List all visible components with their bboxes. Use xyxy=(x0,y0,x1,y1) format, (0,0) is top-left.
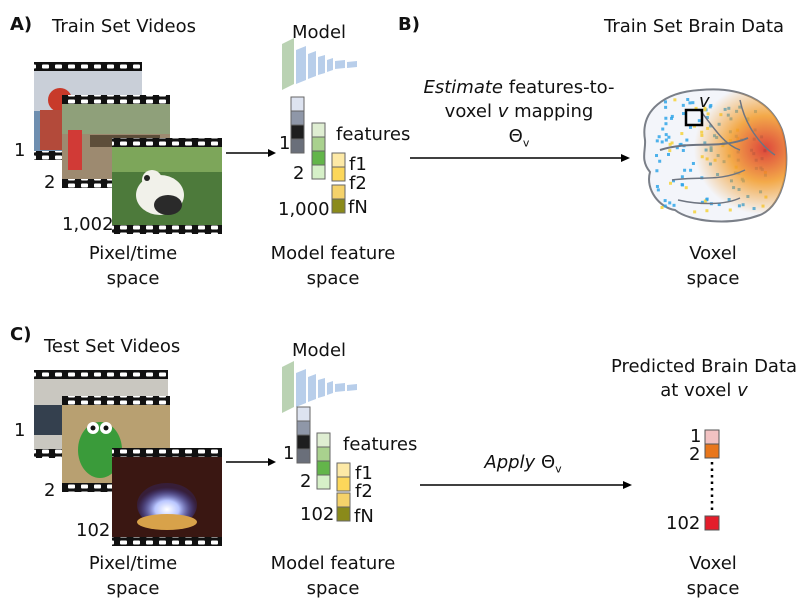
yellow-column-c-top-cell-1 xyxy=(336,462,351,478)
test-frame-3 xyxy=(112,448,222,546)
model-feature-space-c-line1: Model feature xyxy=(270,553,396,574)
pixel-time-space-c-line1: Pixel/time xyxy=(88,553,178,574)
green-column-a-cell-2 xyxy=(311,136,326,152)
gray-column-a-cell-4 xyxy=(290,138,305,154)
arrow-frames-to-features-c xyxy=(226,458,276,466)
gray-column-a-cell-1 xyxy=(290,96,305,112)
green-column-c-cell-3 xyxy=(316,460,331,476)
feature-unit-index-1-c: 1 xyxy=(283,443,295,464)
pixel-time-space-a-line1: Pixel/time xyxy=(88,243,178,264)
model-network-icon-a xyxy=(282,38,357,90)
green-column-a-cell-3 xyxy=(311,150,326,166)
model-network-icon-c xyxy=(282,361,357,413)
model-title-c: Model xyxy=(292,340,347,361)
voxel-marker-box xyxy=(684,108,704,127)
feature-columns-c xyxy=(296,406,351,522)
yellow-column-c-top-cell-2 xyxy=(336,476,351,492)
arrow-features-to-brain xyxy=(410,154,630,162)
predicted-value-1 xyxy=(704,429,720,445)
gray-column-c-cell-4 xyxy=(296,448,311,464)
feature-name-f1-a: f1 xyxy=(349,154,367,175)
yellow-column-a-top-cell-2 xyxy=(331,166,346,182)
predicted-value-102 xyxy=(704,515,720,531)
feature-name-f1-c: f1 xyxy=(355,463,373,484)
mapping-text-line1: Estimate features-to- xyxy=(423,77,615,98)
brain-map xyxy=(643,88,788,223)
train-frame-3 xyxy=(112,138,222,234)
green-column-c-cell-2 xyxy=(316,446,331,462)
features-label-c: features xyxy=(343,434,418,455)
panel-letter-b: B) xyxy=(398,14,420,35)
model-title-a: Model xyxy=(292,22,347,43)
voxel-space-c-line2: space xyxy=(686,578,740,599)
feature-unit-index-1-a: 1 xyxy=(279,133,291,154)
gray-column-a-cell-3 xyxy=(290,124,305,140)
train-set-videos-title: Train Set Videos xyxy=(52,16,196,37)
predicted-label-1: 1 xyxy=(690,426,702,447)
arrow-frames-to-features-a xyxy=(226,149,276,157)
theta-v-symbol-b: Θv xyxy=(508,126,530,150)
panel-letter-a: A) xyxy=(10,14,33,35)
voxel-space-c-line1: Voxel xyxy=(689,553,737,574)
feature-count-c: 102 xyxy=(300,504,335,525)
gray-column-a-cell-2 xyxy=(290,110,305,126)
train-frame-number-2: 2 xyxy=(44,172,56,193)
panel-letter-c: C) xyxy=(10,324,32,345)
feature-name-f2-a: f2 xyxy=(349,173,367,194)
predicted-label-2: 2 xyxy=(689,444,701,465)
gray-column-c-cell-2 xyxy=(296,420,311,436)
feature-count-a: 1,000 xyxy=(278,199,330,220)
gray-column-c-cell-3 xyxy=(296,434,311,450)
features-label-a: features xyxy=(336,124,411,145)
green-column-a-cell-1 xyxy=(311,122,326,138)
train-set-brain-data-title: Train Set Brain Data xyxy=(604,16,785,37)
test-frame-number-1: 1 xyxy=(14,420,26,441)
yellow-column-c-bottom-cell-2 xyxy=(336,506,351,522)
voxel-space-b-line1: Voxel xyxy=(689,243,737,264)
pixel-time-space-a-line2: space xyxy=(106,268,160,289)
green-column-c-cell-1 xyxy=(316,432,331,448)
train-frame-number-last: 1,002 xyxy=(62,214,114,235)
predicted-voxel-column xyxy=(704,429,720,531)
green-column-a-cell-4 xyxy=(311,164,326,180)
brain-voxel-speckle xyxy=(660,205,664,209)
model-feature-space-a-line1: Model feature xyxy=(270,243,396,264)
yellow-column-a-bottom-cell-1 xyxy=(331,184,346,200)
feature-name-fn-a: fN xyxy=(348,197,368,218)
predicted-brain-data-title-line1: Predicted Brain Data xyxy=(610,356,798,377)
voxel-v-label: v xyxy=(699,91,710,112)
feature-unit-index-2-a: 2 xyxy=(293,163,305,184)
predicted-brain-data-title-line2: at voxel v xyxy=(660,380,748,401)
test-frame-number-last: 102 xyxy=(76,520,111,541)
predicted-value-2 xyxy=(704,443,720,459)
yellow-column-c-bottom-cell-1 xyxy=(336,492,351,508)
voxel-space-b-line2: space xyxy=(686,268,740,289)
train-frame-number-1: 1 xyxy=(14,140,26,161)
test-set-videos-title: Test Set Videos xyxy=(44,336,181,357)
feature-columns-a xyxy=(290,96,346,214)
mapping-text-line2: voxel v mapping xyxy=(444,101,594,122)
pixel-time-space-c-line2: space xyxy=(106,578,160,599)
yellow-column-a-bottom-cell-2 xyxy=(331,198,346,214)
model-feature-space-a-line2: space xyxy=(306,268,360,289)
yellow-column-a-top-cell-1 xyxy=(331,152,346,168)
feature-name-f2-c: f2 xyxy=(355,481,373,502)
predicted-label-102: 102 xyxy=(666,513,701,534)
test-frame-number-2: 2 xyxy=(44,480,56,501)
feature-unit-index-2-c: 2 xyxy=(300,471,312,492)
model-feature-space-c-line2: space xyxy=(306,578,360,599)
green-column-c-cell-4 xyxy=(316,474,331,490)
arrow-features-to-prediction xyxy=(420,481,632,489)
gray-column-c-cell-1 xyxy=(296,406,311,422)
feature-name-fn-c: fN xyxy=(354,506,374,527)
apply-theta-text: Apply Θv xyxy=(484,452,562,476)
